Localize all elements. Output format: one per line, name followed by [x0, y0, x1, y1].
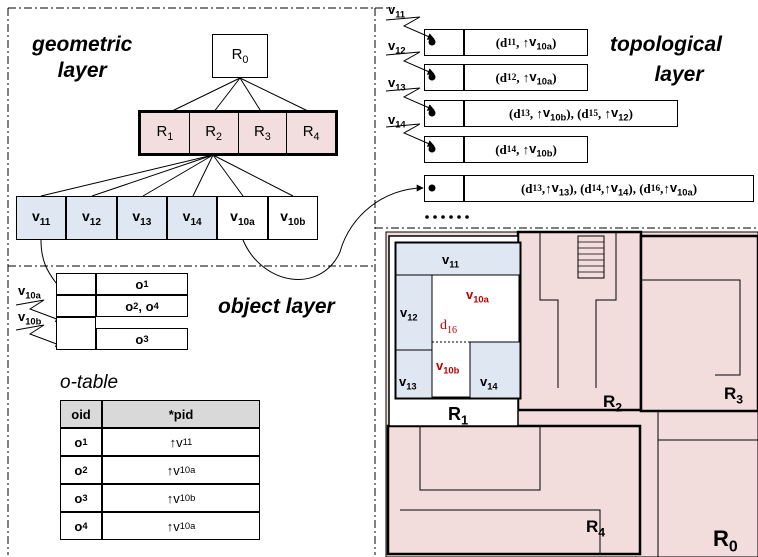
door-label-d16: d16 [440, 318, 458, 336]
tree-leaves: v11 v12 v13 v14 v10a v10b [16, 196, 318, 240]
tree-leaf-v12: v12 [66, 196, 117, 240]
topological-word: topological [610, 33, 722, 56]
topo-record-pointer-cell [424, 29, 464, 56]
object-pointer-label: v10a [18, 283, 41, 301]
layer-separators [7, 7, 758, 555]
tree-leaf-label: v11 [31, 208, 51, 228]
tree-node-r1: R1 [141, 113, 190, 153]
o-table-title: o-table [60, 372, 119, 393]
object-pointers [15, 299, 63, 348]
room-label-v12: v12 [400, 305, 418, 323]
ellipsis-dots [425, 215, 469, 219]
topo-pointer-label: v12 [388, 38, 406, 56]
region-label-r1: R1 [448, 404, 469, 428]
room-label-v14: v14 [480, 374, 498, 392]
o-table-header-pid: *pid [102, 400, 260, 428]
layer-word: layer [654, 63, 704, 86]
region-label-r3: R3 [724, 384, 744, 407]
topo-pointer-label: v14 [388, 112, 406, 130]
room-label-v11: v11 [442, 252, 460, 270]
tree-node-r3: R3 [238, 113, 288, 153]
tree-leaf-v10a: v10a [217, 196, 268, 240]
tree-leaf-label: v10b [280, 208, 306, 228]
tree-leaf-label: v13 [132, 208, 152, 228]
room-label-v10b: v10b [436, 358, 460, 376]
tree-level1-group: R1 R2 R3 R4 [138, 110, 338, 156]
topo-pointer-dots [428, 38, 436, 192]
topo-record-pointer-cell [424, 136, 464, 163]
tree-node-label: R2 [205, 123, 223, 143]
tree-node-r2: R2 [189, 113, 239, 153]
tree-node-label: R4 [302, 123, 320, 143]
o-table-header-oid: oid [60, 400, 102, 428]
tree-leaf-v11: v11 [16, 196, 67, 240]
object-pointer-label: v10b [18, 309, 42, 327]
topo-record-pointer-cell [424, 175, 464, 202]
tree-node-label: R3 [253, 123, 271, 143]
region-label-r0: R0 [713, 526, 738, 556]
object-record-pointer-cell [56, 273, 96, 295]
tree-leaf-v14: v14 [166, 196, 218, 240]
geometric-layer-title: geometric layer [32, 32, 132, 84]
object-layer-title: object layer [218, 295, 335, 318]
region-label-r2: R2 [603, 392, 623, 415]
tree-root-label: R0 [231, 46, 249, 66]
tree-leaf-v10b: v10b [267, 196, 318, 240]
tree-node-r4: R4 [287, 113, 335, 153]
region-label-r4: R4 [586, 517, 606, 540]
topo-pointer-label: v13 [388, 75, 406, 93]
tree-node-label: R1 [156, 123, 174, 143]
tree-leaf-label: v10a [230, 208, 255, 228]
tree-leaf-v13: v13 [116, 196, 167, 240]
floor-plan [385, 230, 758, 557]
geometric-word: geometric [32, 33, 133, 56]
object-record-pointer-cell [56, 317, 96, 350]
room-label-v13: v13 [399, 374, 417, 392]
layer-word: layer [57, 59, 107, 82]
tree-connectors [40, 77, 313, 197]
topo-record-pointer-cell [424, 100, 464, 127]
tree-leaf-label: v12 [81, 208, 101, 228]
room-label-v10a: v10a [466, 287, 489, 305]
tree-root-node: R0 [212, 34, 268, 78]
object-record-pointer-cell [56, 295, 96, 317]
topological-layer-title: topological layer [610, 30, 722, 90]
topo-pointers [385, 16, 435, 147]
tree-leaf-label: v14 [182, 208, 202, 228]
topo-pointer-label: v11 [388, 2, 406, 20]
topo-record-pointer-cell [424, 64, 464, 91]
